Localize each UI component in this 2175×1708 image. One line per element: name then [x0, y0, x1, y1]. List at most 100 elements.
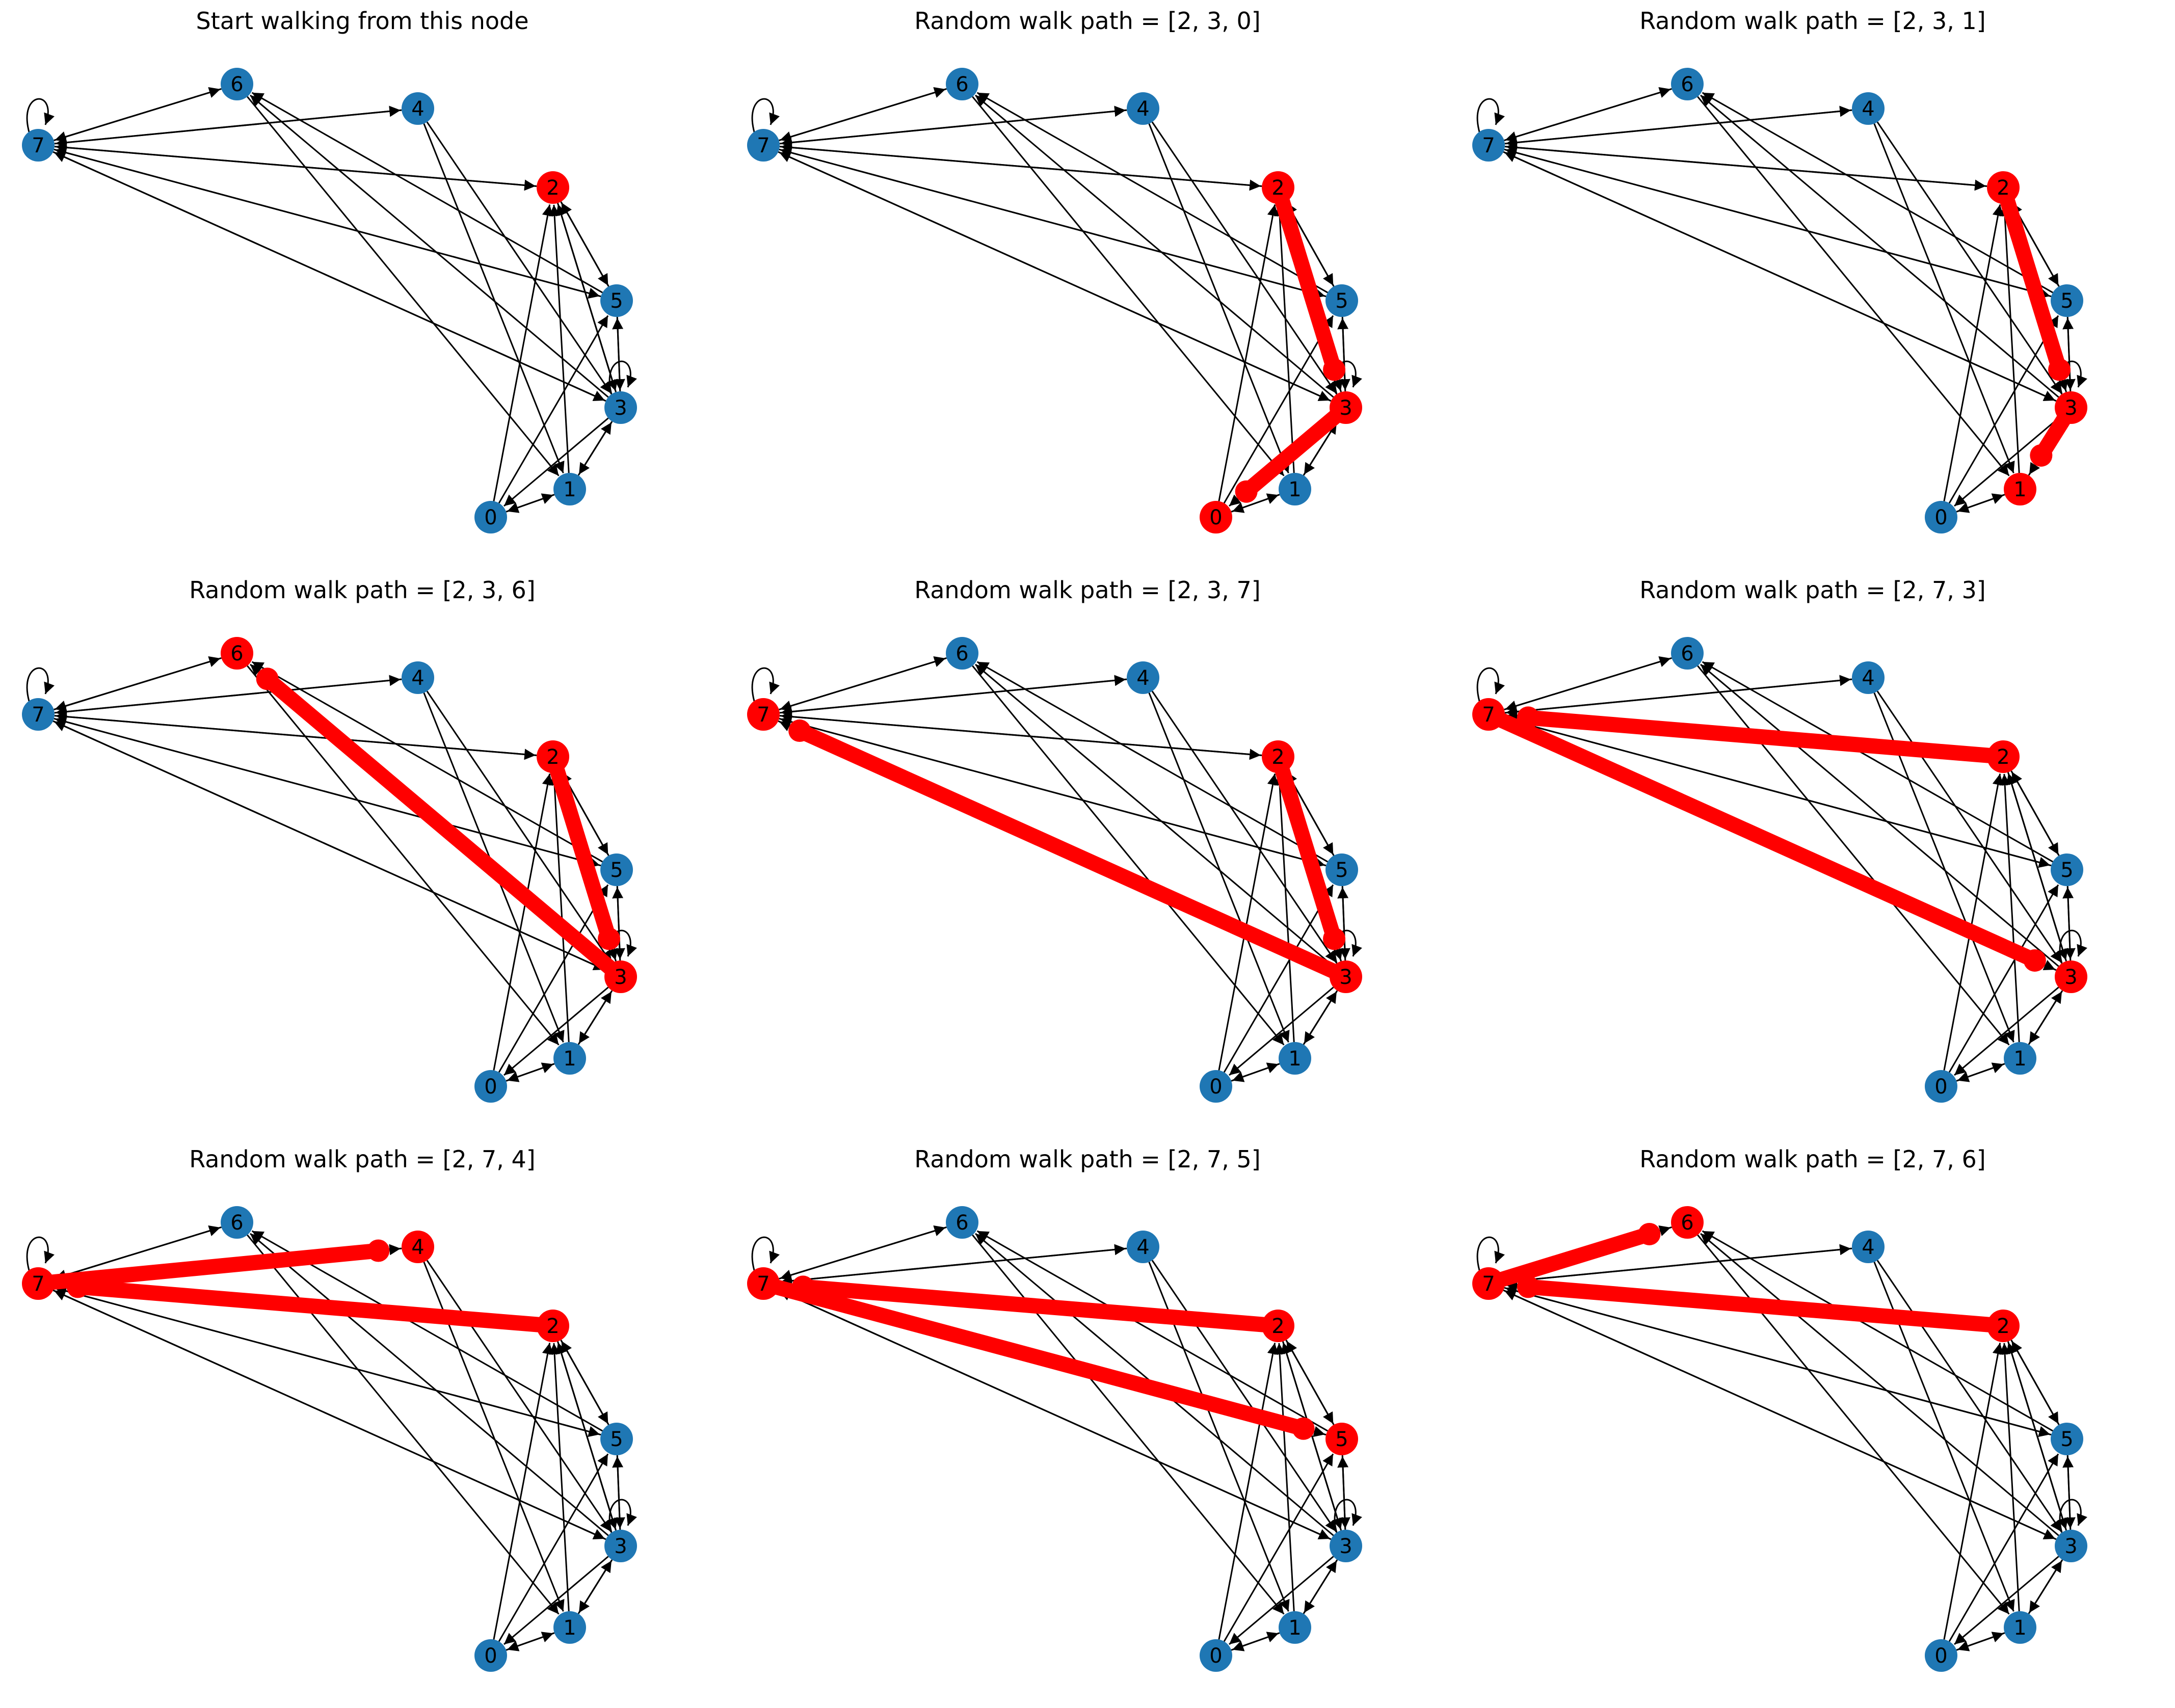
graph-edge	[578, 990, 613, 1044]
walk-node	[1325, 1423, 1358, 1455]
graph-edge	[54, 1287, 600, 1437]
node-label: 7	[757, 703, 770, 727]
self-loop-edge	[751, 1236, 780, 1271]
graph-node	[2004, 1042, 2036, 1075]
walk-path-edge	[70, 1279, 561, 1333]
graph-edge	[54, 87, 221, 142]
node-label: 5	[610, 1428, 623, 1451]
walk-node	[1262, 171, 1294, 204]
graph-node	[474, 501, 507, 533]
panel-title: Random walk path = [2, 7, 4]	[189, 1145, 536, 1173]
node-label: 6	[230, 73, 243, 96]
graph-edge	[1274, 204, 1295, 473]
graph-edge	[1700, 94, 2059, 398]
graph-edge	[976, 661, 1328, 863]
node-label: 5	[610, 289, 623, 313]
node-label: 5	[1335, 289, 1348, 313]
node-label: 2	[1271, 1315, 1284, 1338]
graph-node	[2055, 1530, 2087, 1562]
node-label: 5	[2060, 859, 2073, 882]
graph-edge	[1223, 884, 1334, 1073]
graph-node	[604, 391, 637, 424]
node-label: 4	[411, 97, 424, 121]
graph-node	[1200, 1070, 1232, 1103]
graph-edge	[549, 773, 570, 1043]
walk-path-edge	[1238, 400, 1354, 499]
graph-edge	[976, 92, 1328, 293]
graph-edge	[1697, 665, 2010, 1046]
graph-node	[2004, 1611, 2036, 1644]
graph-edge	[1702, 92, 2053, 293]
graph-edge	[1218, 1343, 1279, 1640]
graph-edge	[1504, 87, 1671, 142]
walk-node	[1987, 740, 2020, 773]
graph-edge	[1504, 656, 1671, 711]
graph-node	[1325, 853, 1358, 886]
graph-edge	[1504, 105, 1851, 145]
graph-edge	[1223, 1453, 1334, 1642]
graph-edge	[549, 204, 570, 473]
graph-edge	[250, 94, 609, 398]
graph-edge	[972, 665, 1285, 1046]
node-label: 7	[32, 134, 44, 157]
graph-edge	[1303, 1559, 1338, 1613]
self-loop-edge	[608, 360, 637, 395]
walk-path-arrowhead	[1638, 1222, 1661, 1245]
walk-path-edge	[795, 1279, 1286, 1333]
walk-node	[1472, 1267, 1505, 1300]
graph-edge	[555, 204, 617, 392]
node-label: 0	[484, 1644, 497, 1668]
walk-path-edge	[1520, 1279, 2011, 1333]
graph-node	[747, 129, 780, 162]
node-label: 7	[32, 1272, 44, 1296]
self-loop-edge	[1476, 1236, 1505, 1271]
graph-edge	[1504, 717, 2051, 868]
node-label: 2	[1997, 176, 2009, 200]
walk-node	[1987, 171, 2020, 204]
self-loop-edge	[26, 1236, 55, 1271]
walk-path-edge	[1270, 180, 1342, 378]
node-label: 6	[230, 642, 243, 665]
node-label: 3	[614, 1535, 627, 1558]
node-label: 3	[2064, 1535, 2077, 1558]
walk-node	[1200, 501, 1232, 533]
graph-edge	[975, 94, 1334, 398]
graph-edge	[614, 1455, 625, 1529]
node-label: 6	[1681, 642, 1693, 665]
node-label: 0	[1934, 506, 1947, 529]
node-label: 5	[2060, 1428, 2073, 1451]
graph-edge	[975, 663, 1334, 967]
graph-node	[1200, 1639, 1232, 1672]
node-label: 2	[546, 1315, 559, 1338]
graph-edge	[1339, 1455, 1350, 1529]
graph-node	[1925, 1070, 1957, 1103]
self-loop-edge	[1476, 98, 1505, 132]
self-loop-edge	[751, 667, 780, 702]
node-label: 4	[1136, 1236, 1149, 1259]
graph-edge	[1223, 315, 1334, 504]
walk-path-arrowhead	[1517, 1275, 1540, 1298]
walk-node	[537, 171, 569, 204]
graph-edge	[1999, 204, 2020, 473]
node-label: 1	[2013, 478, 2026, 501]
node-label: 1	[2013, 1047, 2026, 1071]
graph-edge	[507, 1632, 555, 1651]
node-label: 3	[2064, 966, 2077, 989]
walk-path-arrowhead	[598, 927, 621, 950]
graph-node	[1127, 1231, 1159, 1263]
node-label: 4	[411, 666, 424, 690]
node-label: 5	[610, 859, 623, 882]
graph-node	[600, 853, 633, 886]
graph-edge	[779, 1244, 1126, 1283]
node-label: 6	[956, 642, 968, 665]
graph-node	[402, 92, 434, 125]
graph-edge	[1218, 773, 1279, 1071]
walk-path-edge	[756, 1276, 1311, 1436]
graph-edge	[779, 715, 1261, 760]
node-label: 2	[546, 745, 559, 769]
